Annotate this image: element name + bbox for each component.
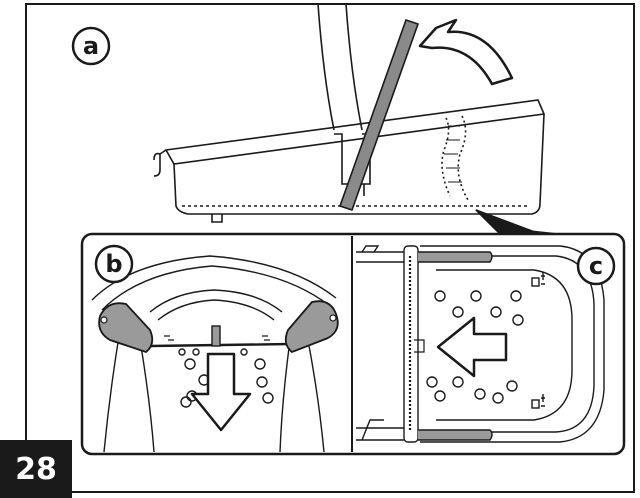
fabric-tension xyxy=(441,115,469,201)
outer-frame xyxy=(25,3,635,493)
panel-c xyxy=(356,245,605,443)
panel-a-label: a xyxy=(71,26,111,66)
down-arrow-icon xyxy=(190,352,252,432)
carrycot-body xyxy=(164,99,546,165)
carrycot-base xyxy=(173,113,545,215)
carrycot-hook xyxy=(153,149,167,177)
panel-c-label-text: c xyxy=(589,252,603,280)
left-arrow-icon xyxy=(436,316,508,378)
curved-arrow-icon xyxy=(418,18,514,86)
panel-b-label: b xyxy=(94,244,134,284)
step-number: 28 xyxy=(15,451,57,487)
panel-b-label-text: b xyxy=(105,250,122,278)
right-release-clip xyxy=(284,300,339,354)
step-number-badge: 28 xyxy=(0,440,72,498)
panel-a-label-text: a xyxy=(83,32,99,60)
pull-tab xyxy=(211,325,221,347)
panel-c-label: c xyxy=(576,246,616,286)
stroller-frame xyxy=(317,3,363,131)
release-bar xyxy=(338,18,420,212)
left-release-clip xyxy=(98,302,154,354)
